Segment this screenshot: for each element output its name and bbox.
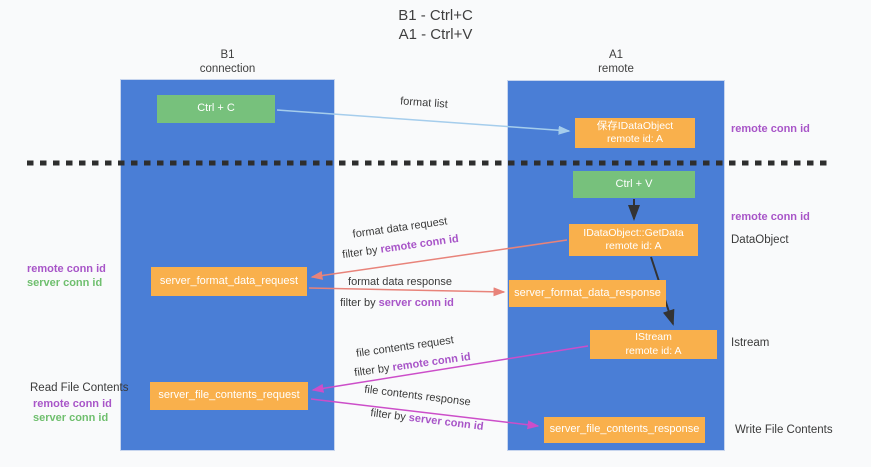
lane-header-b1: B1 connection (120, 48, 335, 76)
format-list-label: format list (399, 95, 449, 111)
save-dataobject-line1: 保存IDataObject (596, 119, 674, 132)
lane-b1-sub: connection (199, 63, 256, 75)
server-file-contents-response-box: server_file_contents_response (544, 417, 705, 443)
left-mid-remote-conn-id: remote conn id (27, 263, 106, 275)
server-format-data-response-box: server_format_data_response (509, 280, 666, 307)
lane-a1-sub: remote (598, 63, 634, 75)
diagram-title-line2: A1 - Ctrl+V (398, 26, 473, 43)
left-bottom-server-conn-id: server conn id (33, 412, 109, 424)
filter-by-text: filter by (369, 407, 407, 424)
istream-line1: IStream (635, 331, 672, 344)
remote-conn-id-text: remote conn id (379, 232, 460, 256)
server-file-contents-request-box: server_file_contents_request (150, 382, 308, 410)
read-file-contents-annotation: Read File Contents (30, 382, 129, 394)
getdata-line1: IDataObject::GetData (583, 226, 684, 239)
left-bottom-remote-conn-id: remote conn id (33, 398, 112, 410)
lane-header-a1: A1 remote (507, 48, 725, 76)
filter-by-text: filter by (340, 297, 376, 309)
filter-by-text: filter by (353, 362, 391, 380)
write-file-contents-annotation: Write File Contents (735, 424, 833, 436)
server-file-contents-request-label: server_file_contents_request (158, 389, 300, 402)
istream-box: IStream remote id: A (590, 330, 717, 359)
mid-right-remote-conn-id: remote conn id (731, 211, 810, 223)
save-dataobject-line2: remote id: A (606, 133, 664, 145)
arrow-format-data-response (308, 287, 506, 297)
server-file-contents-response-label: server_file_contents_response (549, 423, 700, 436)
diagram-title-line1: B1 - Ctrl+C (398, 7, 473, 24)
ctrl-v-box: Ctrl + V (573, 171, 695, 198)
filter-by-text: filter by (341, 244, 379, 262)
server-conn-id-text: server conn id (378, 297, 454, 309)
server-format-data-response-label: server_format_data_response (514, 286, 661, 299)
remote-conn-id-text: remote conn id (391, 350, 472, 374)
top-right-remote-conn-id: remote conn id (731, 123, 810, 135)
ctrl-c-label: Ctrl + C (197, 102, 235, 115)
format-data-response-label: format data response (348, 276, 452, 288)
dataobject-annotation: DataObject (731, 234, 789, 246)
format-response-filter-label: filter by server conn id (322, 297, 472, 309)
ctrl-v-label: Ctrl + V (615, 177, 653, 190)
istream-line2: remote id: A (625, 344, 682, 357)
lane-b1-name: B1 (220, 49, 235, 61)
server-format-data-request-box: server_format_data_request (151, 267, 307, 296)
getdata-line2: remote id: A (605, 240, 662, 252)
save-dataobject-box: 保存IDataObject remote id: A (575, 118, 695, 148)
getdata-box: IDataObject::GetData remote id: A (569, 224, 698, 256)
ctrl-c-box: Ctrl + C (157, 95, 275, 123)
server-conn-id-text: server conn id (408, 411, 485, 433)
diagram-title: B1 - Ctrl+C A1 - Ctrl+V (0, 6, 871, 44)
server-format-data-request-label: server_format_data_request (159, 274, 299, 287)
left-mid-server-conn-id: server conn id (27, 277, 103, 289)
lane-a1-name: A1 (608, 49, 624, 61)
istream-annotation: Istream (731, 337, 770, 349)
